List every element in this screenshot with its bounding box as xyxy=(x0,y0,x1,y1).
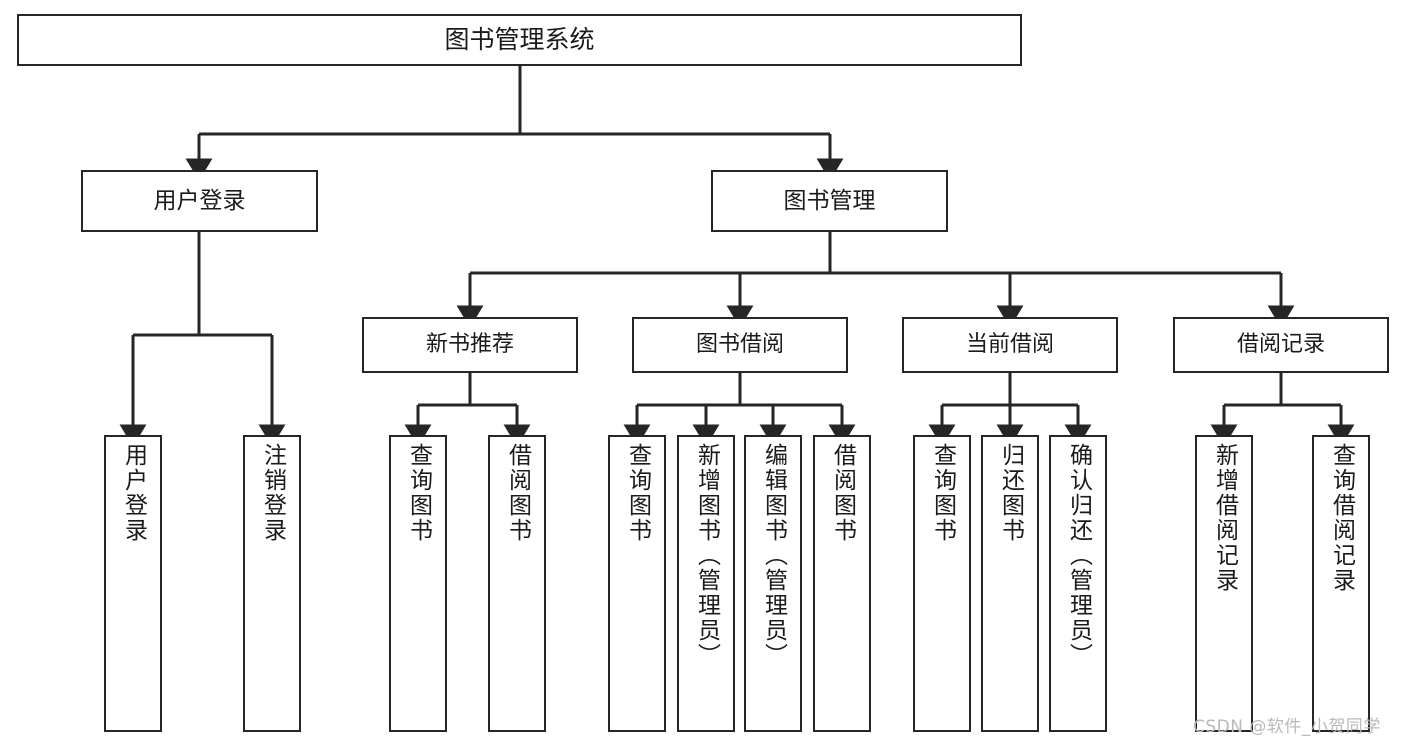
node-leaf-confirm-return-label: 确认归还（管理员） xyxy=(1065,443,1092,668)
node-current-borrow[interactable]: 当前借阅 xyxy=(902,317,1118,373)
node-leaf-edit-book-label: 编辑图书（管理员） xyxy=(760,443,787,668)
node-leaf-query-book-1-label: 查询图书 xyxy=(405,443,432,543)
node-leaf-query-book-3-label: 查询图书 xyxy=(929,443,956,543)
node-leaf-query-book-2[interactable]: 查询图书 xyxy=(608,435,666,732)
node-leaf-edit-book[interactable]: 编辑图书（管理员） xyxy=(744,435,802,732)
node-book-management-label: 图书管理 xyxy=(783,187,876,214)
node-leaf-borrow-book-2[interactable]: 借阅图书 xyxy=(813,435,871,732)
node-user-login[interactable]: 用户登录 xyxy=(81,170,318,232)
node-book-borrow-label: 图书借阅 xyxy=(695,332,784,358)
node-leaf-borrow-book-1[interactable]: 借阅图书 xyxy=(488,435,546,732)
node-leaf-borrow-book-1-label: 借阅图书 xyxy=(504,443,531,543)
node-leaf-query-record[interactable]: 查询借阅记录 xyxy=(1312,435,1370,732)
node-borrow-record-label: 借阅记录 xyxy=(1236,332,1325,358)
node-leaf-confirm-return[interactable]: 确认归还（管理员） xyxy=(1049,435,1107,732)
node-current-borrow-label: 当前借阅 xyxy=(965,332,1054,358)
node-leaf-query-book-2-label: 查询图书 xyxy=(624,443,651,543)
node-leaf-user-login-label: 用户登录 xyxy=(120,443,147,543)
node-leaf-add-record[interactable]: 新增借阅记录 xyxy=(1195,435,1253,732)
node-book-management[interactable]: 图书管理 xyxy=(711,170,948,232)
node-leaf-add-book-label: 新增图书（管理员） xyxy=(693,443,720,668)
node-new-book-recommend[interactable]: 新书推荐 xyxy=(362,317,578,373)
node-leaf-query-book-3[interactable]: 查询图书 xyxy=(913,435,971,732)
node-leaf-add-book[interactable]: 新增图书（管理员） xyxy=(677,435,735,732)
node-leaf-user-logout-label: 注销登录 xyxy=(259,443,286,543)
node-borrow-record[interactable]: 借阅记录 xyxy=(1173,317,1389,373)
node-leaf-query-book-1[interactable]: 查询图书 xyxy=(389,435,447,732)
node-new-book-recommend-label: 新书推荐 xyxy=(425,332,514,358)
node-leaf-borrow-book-2-label: 借阅图书 xyxy=(829,443,856,543)
node-leaf-user-login[interactable]: 用户登录 xyxy=(104,435,162,732)
node-leaf-add-record-label: 新增借阅记录 xyxy=(1211,443,1238,593)
node-book-borrow[interactable]: 图书借阅 xyxy=(632,317,848,373)
node-user-login-label: 用户登录 xyxy=(153,187,246,214)
node-leaf-user-logout[interactable]: 注销登录 xyxy=(243,435,301,732)
node-leaf-return-book-label: 归还图书 xyxy=(997,443,1024,543)
node-leaf-return-book[interactable]: 归还图书 xyxy=(981,435,1039,732)
node-root[interactable]: 图书管理系统 xyxy=(17,14,1022,66)
node-leaf-query-record-label: 查询借阅记录 xyxy=(1328,443,1355,593)
node-root-label: 图书管理系统 xyxy=(444,24,595,54)
